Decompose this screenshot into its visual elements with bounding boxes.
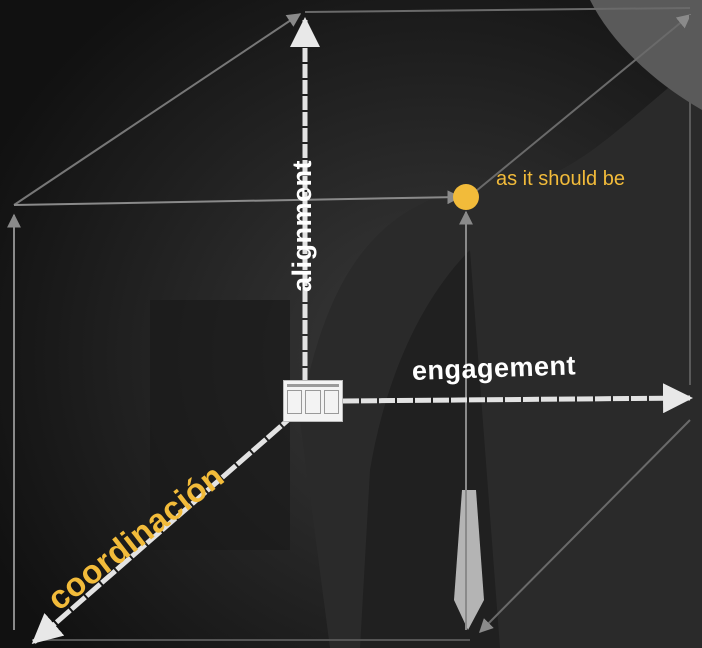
cube-edge xyxy=(479,419,691,633)
thumbnail-grid xyxy=(287,390,339,414)
cube-edge xyxy=(304,7,691,13)
axis-coordinacion-line xyxy=(31,411,298,644)
axis-label-alignment: alignment xyxy=(287,159,317,292)
cube-edge xyxy=(13,13,302,206)
axis-label-engagement: engagement xyxy=(411,350,577,386)
cube-edge xyxy=(13,190,462,206)
cube-edge xyxy=(469,14,692,197)
target-point xyxy=(453,184,479,210)
axis-engagement-line xyxy=(342,383,693,414)
thumbnail-header xyxy=(287,384,339,387)
diagram-thumbnail xyxy=(283,380,343,422)
target-label: as it should be xyxy=(496,168,625,190)
person-tie xyxy=(454,490,484,630)
